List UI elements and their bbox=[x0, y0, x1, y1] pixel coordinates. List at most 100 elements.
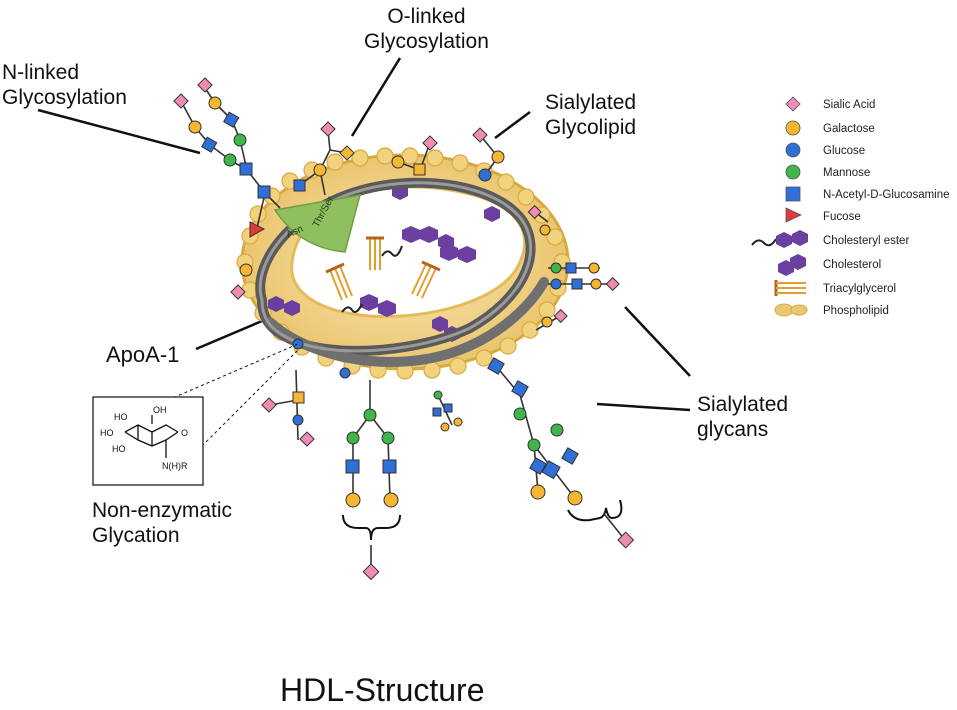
legend-label-glucose: Glucose bbox=[823, 145, 865, 157]
galactose-circle-icon bbox=[590, 278, 602, 290]
glucose-circle-icon bbox=[292, 338, 304, 350]
glcnac-square-icon bbox=[443, 403, 453, 413]
n-linked-line1: N-linked bbox=[2, 61, 80, 84]
phospholipid-icon bbox=[774, 303, 794, 317]
galactose-circle-icon bbox=[785, 120, 801, 136]
o-linked-line2: Glycosylation bbox=[364, 30, 489, 53]
legend-label-sialic-acid: Sialic Acid bbox=[823, 99, 875, 111]
sialic-diamond-icon bbox=[173, 93, 189, 109]
legend-label-fucose: Fucose bbox=[823, 211, 861, 223]
core-contents bbox=[268, 184, 500, 342]
non-enzymatic-line2: Glycation bbox=[92, 524, 180, 547]
sialylated-glycolipid-line1: Sialylated bbox=[545, 91, 637, 114]
chem-ho2: HO bbox=[112, 444, 126, 454]
n-linked-line2: Glycosylation bbox=[2, 86, 127, 109]
glcnac-square-icon bbox=[413, 163, 426, 176]
mannose-circle-icon bbox=[346, 431, 360, 445]
glcnac-square-icon bbox=[222, 111, 240, 128]
mannose-circle-icon bbox=[381, 431, 395, 445]
mannose-circle-icon bbox=[233, 133, 247, 147]
sialic-diamond-icon bbox=[320, 121, 336, 137]
sialic-diamond-icon bbox=[261, 397, 277, 413]
legend-label-mannose: Mannose bbox=[823, 167, 870, 179]
sialylated-glycans-line2: glycans bbox=[697, 418, 769, 441]
glcnac-square-icon bbox=[345, 459, 360, 474]
chem-ho3: HO bbox=[114, 412, 128, 422]
legend-label-triacylglycerol: Triacylglycerol bbox=[823, 283, 896, 295]
triacylglycerol-molecule bbox=[366, 236, 384, 270]
sialylated-glycolipid-line2: Glycolipid bbox=[545, 116, 637, 139]
galactose-circle-icon bbox=[345, 492, 361, 508]
glcnac-square-icon bbox=[541, 460, 561, 480]
galactose-circle-icon bbox=[453, 417, 463, 427]
cholesteryl-ester-tail bbox=[381, 245, 403, 257]
glcnac-square-icon bbox=[571, 278, 583, 290]
glcnac-square-icon bbox=[257, 185, 271, 199]
cholesteryl-ester-tail-2 bbox=[341, 303, 363, 313]
glcnac-square-icon bbox=[432, 407, 442, 417]
galactose-circle-icon bbox=[313, 163, 327, 177]
o-linked-leader-line bbox=[350, 57, 402, 137]
sialic-diamond-icon bbox=[617, 531, 635, 549]
sialylated-glycans-leader-line-1 bbox=[624, 306, 691, 377]
sialic-diamond-icon bbox=[339, 145, 355, 161]
glcnac-square-icon bbox=[292, 391, 305, 404]
galactose-circle-icon bbox=[491, 150, 505, 164]
non-enzymatic-glycation-label: Non-enzymatic Glycation bbox=[92, 498, 232, 548]
brace-shapes bbox=[342, 499, 623, 541]
galactose-circle-icon bbox=[440, 422, 450, 432]
glcnac-square-icon bbox=[511, 380, 529, 398]
mannose-circle-icon bbox=[785, 164, 801, 180]
leader-lines bbox=[37, 57, 691, 412]
legend-item-phospholipid: Phospholipid bbox=[774, 303, 889, 317]
triacylglycerol-molecule-2 bbox=[325, 262, 353, 301]
sialic-diamond-icon bbox=[362, 563, 380, 581]
legend-label-glcnac: N-Acetyl-D-Glucosamine bbox=[823, 189, 950, 201]
mannose-circle-icon bbox=[550, 423, 564, 437]
glcnac-square-icon bbox=[382, 459, 397, 474]
sialic-diamond-icon bbox=[553, 308, 568, 324]
galactose-circle-icon bbox=[383, 492, 399, 508]
glucosamine-ring bbox=[124, 415, 179, 458]
glycoprotein-wedge: Asn Thr/Ser bbox=[273, 194, 362, 253]
mannose-circle-icon bbox=[550, 262, 562, 274]
sialylated-glycans-label: Sialylated glycans bbox=[697, 392, 788, 442]
mannose-circle-icon bbox=[433, 390, 443, 400]
glcnac-square-icon bbox=[200, 136, 218, 153]
glcnac-square-icon bbox=[239, 162, 253, 176]
glcnac-square-icon bbox=[561, 447, 579, 465]
triacylglycerol-molecule-3 bbox=[411, 260, 441, 299]
glucose-circle-icon bbox=[785, 142, 801, 158]
legend-item-cholesterol: Cholesterol bbox=[778, 254, 881, 276]
legend-item-triacylglycerol: Triacylglycerol bbox=[774, 280, 896, 296]
galactose-circle-icon bbox=[567, 490, 583, 506]
sialic-diamond-icon bbox=[605, 276, 620, 292]
galactose-circle-icon bbox=[539, 224, 551, 236]
legend-item-mannose: Mannose bbox=[785, 164, 870, 180]
galactose-circle-icon bbox=[541, 316, 553, 328]
apoa1-label: ApoA-1 bbox=[106, 342, 180, 367]
sialic-diamond-icon bbox=[197, 77, 213, 93]
cholesteryl-ester-tail-icon bbox=[751, 238, 777, 247]
legend: Sialic Acid Galactose Glucose Mannose N-… bbox=[751, 96, 950, 317]
n-linked-glycosylation-label: N-linked Glycosylation bbox=[2, 60, 127, 110]
legend-item-galactose: Galactose bbox=[785, 120, 875, 136]
fucose-triangle-icon bbox=[249, 221, 266, 238]
glcnac-square-icon bbox=[529, 457, 547, 475]
monosaccharides bbox=[173, 77, 635, 581]
sialic-acid-diamond-icon bbox=[785, 96, 801, 112]
chem-o: O bbox=[181, 428, 188, 438]
sialic-diamond-icon bbox=[422, 135, 438, 151]
mannose-circle-icon bbox=[513, 407, 527, 421]
galactose-circle-icon bbox=[239, 263, 253, 277]
legend-label-phospholipid: Phospholipid bbox=[823, 305, 889, 317]
o-linked-line1: O-linked bbox=[387, 5, 466, 28]
sialylated-glycolipid-label: Sialylated Glycolipid bbox=[545, 90, 636, 140]
apoa1-leader-line bbox=[195, 319, 263, 351]
non-enzymatic-line1: Non-enzymatic bbox=[92, 499, 233, 522]
glucose-circle-icon bbox=[339, 367, 351, 379]
brace-left bbox=[342, 514, 401, 541]
sialic-diamond-icon bbox=[299, 431, 315, 447]
legend-item-sialic-acid: Sialic Acid bbox=[785, 96, 875, 112]
